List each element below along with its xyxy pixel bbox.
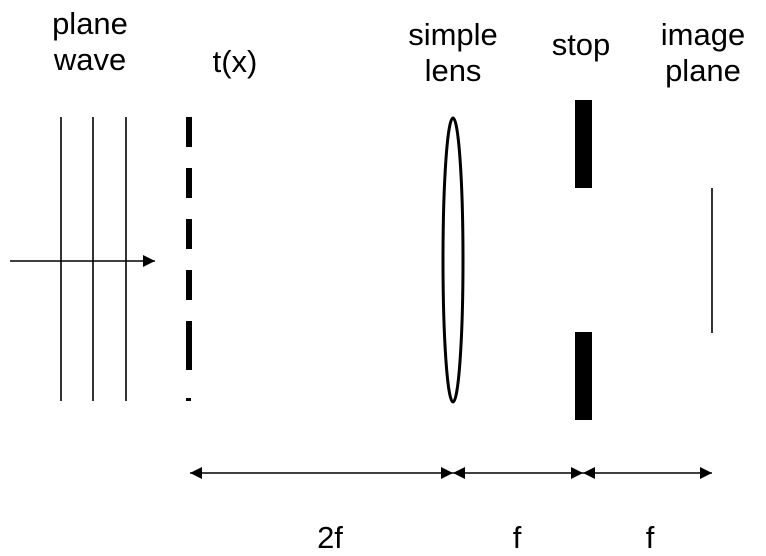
simple-lens-label-line1: simple [408,17,498,52]
image-plane-label-line2: plane [665,53,741,88]
transmittance-mask [186,117,192,401]
aperture-stop [575,100,592,420]
distance-label-f-stop-image: f [645,520,655,555]
stop-label: stop [551,27,611,62]
mask-segment [186,270,192,300]
plane-wave-label: plane wave [25,6,155,78]
mask-segment [186,117,192,147]
plane-wave-label-line1: plane [52,6,128,41]
image-plane-label-line1: image [660,17,746,52]
plane-wave-fronts [60,117,127,401]
mask-segment [186,398,191,401]
image-plane-label: image plane [642,17,764,89]
distance-label-f-lens-stop: f [512,520,522,555]
mask-segment [186,168,192,198]
simple-lens-label-line2: lens [424,53,482,88]
transmittance-label: t(x) [212,44,258,79]
plane-wave-label-line2: wave [53,42,127,77]
stop-lower-blade [575,332,592,420]
simple-lens [441,116,465,404]
stop-upper-blade [575,100,592,188]
mask-segment [186,321,192,351]
mask-segment [186,346,192,370]
mask-segment [186,219,192,249]
simple-lens-label: simple lens [383,17,523,89]
distance-label-2f: 2f [317,520,343,555]
